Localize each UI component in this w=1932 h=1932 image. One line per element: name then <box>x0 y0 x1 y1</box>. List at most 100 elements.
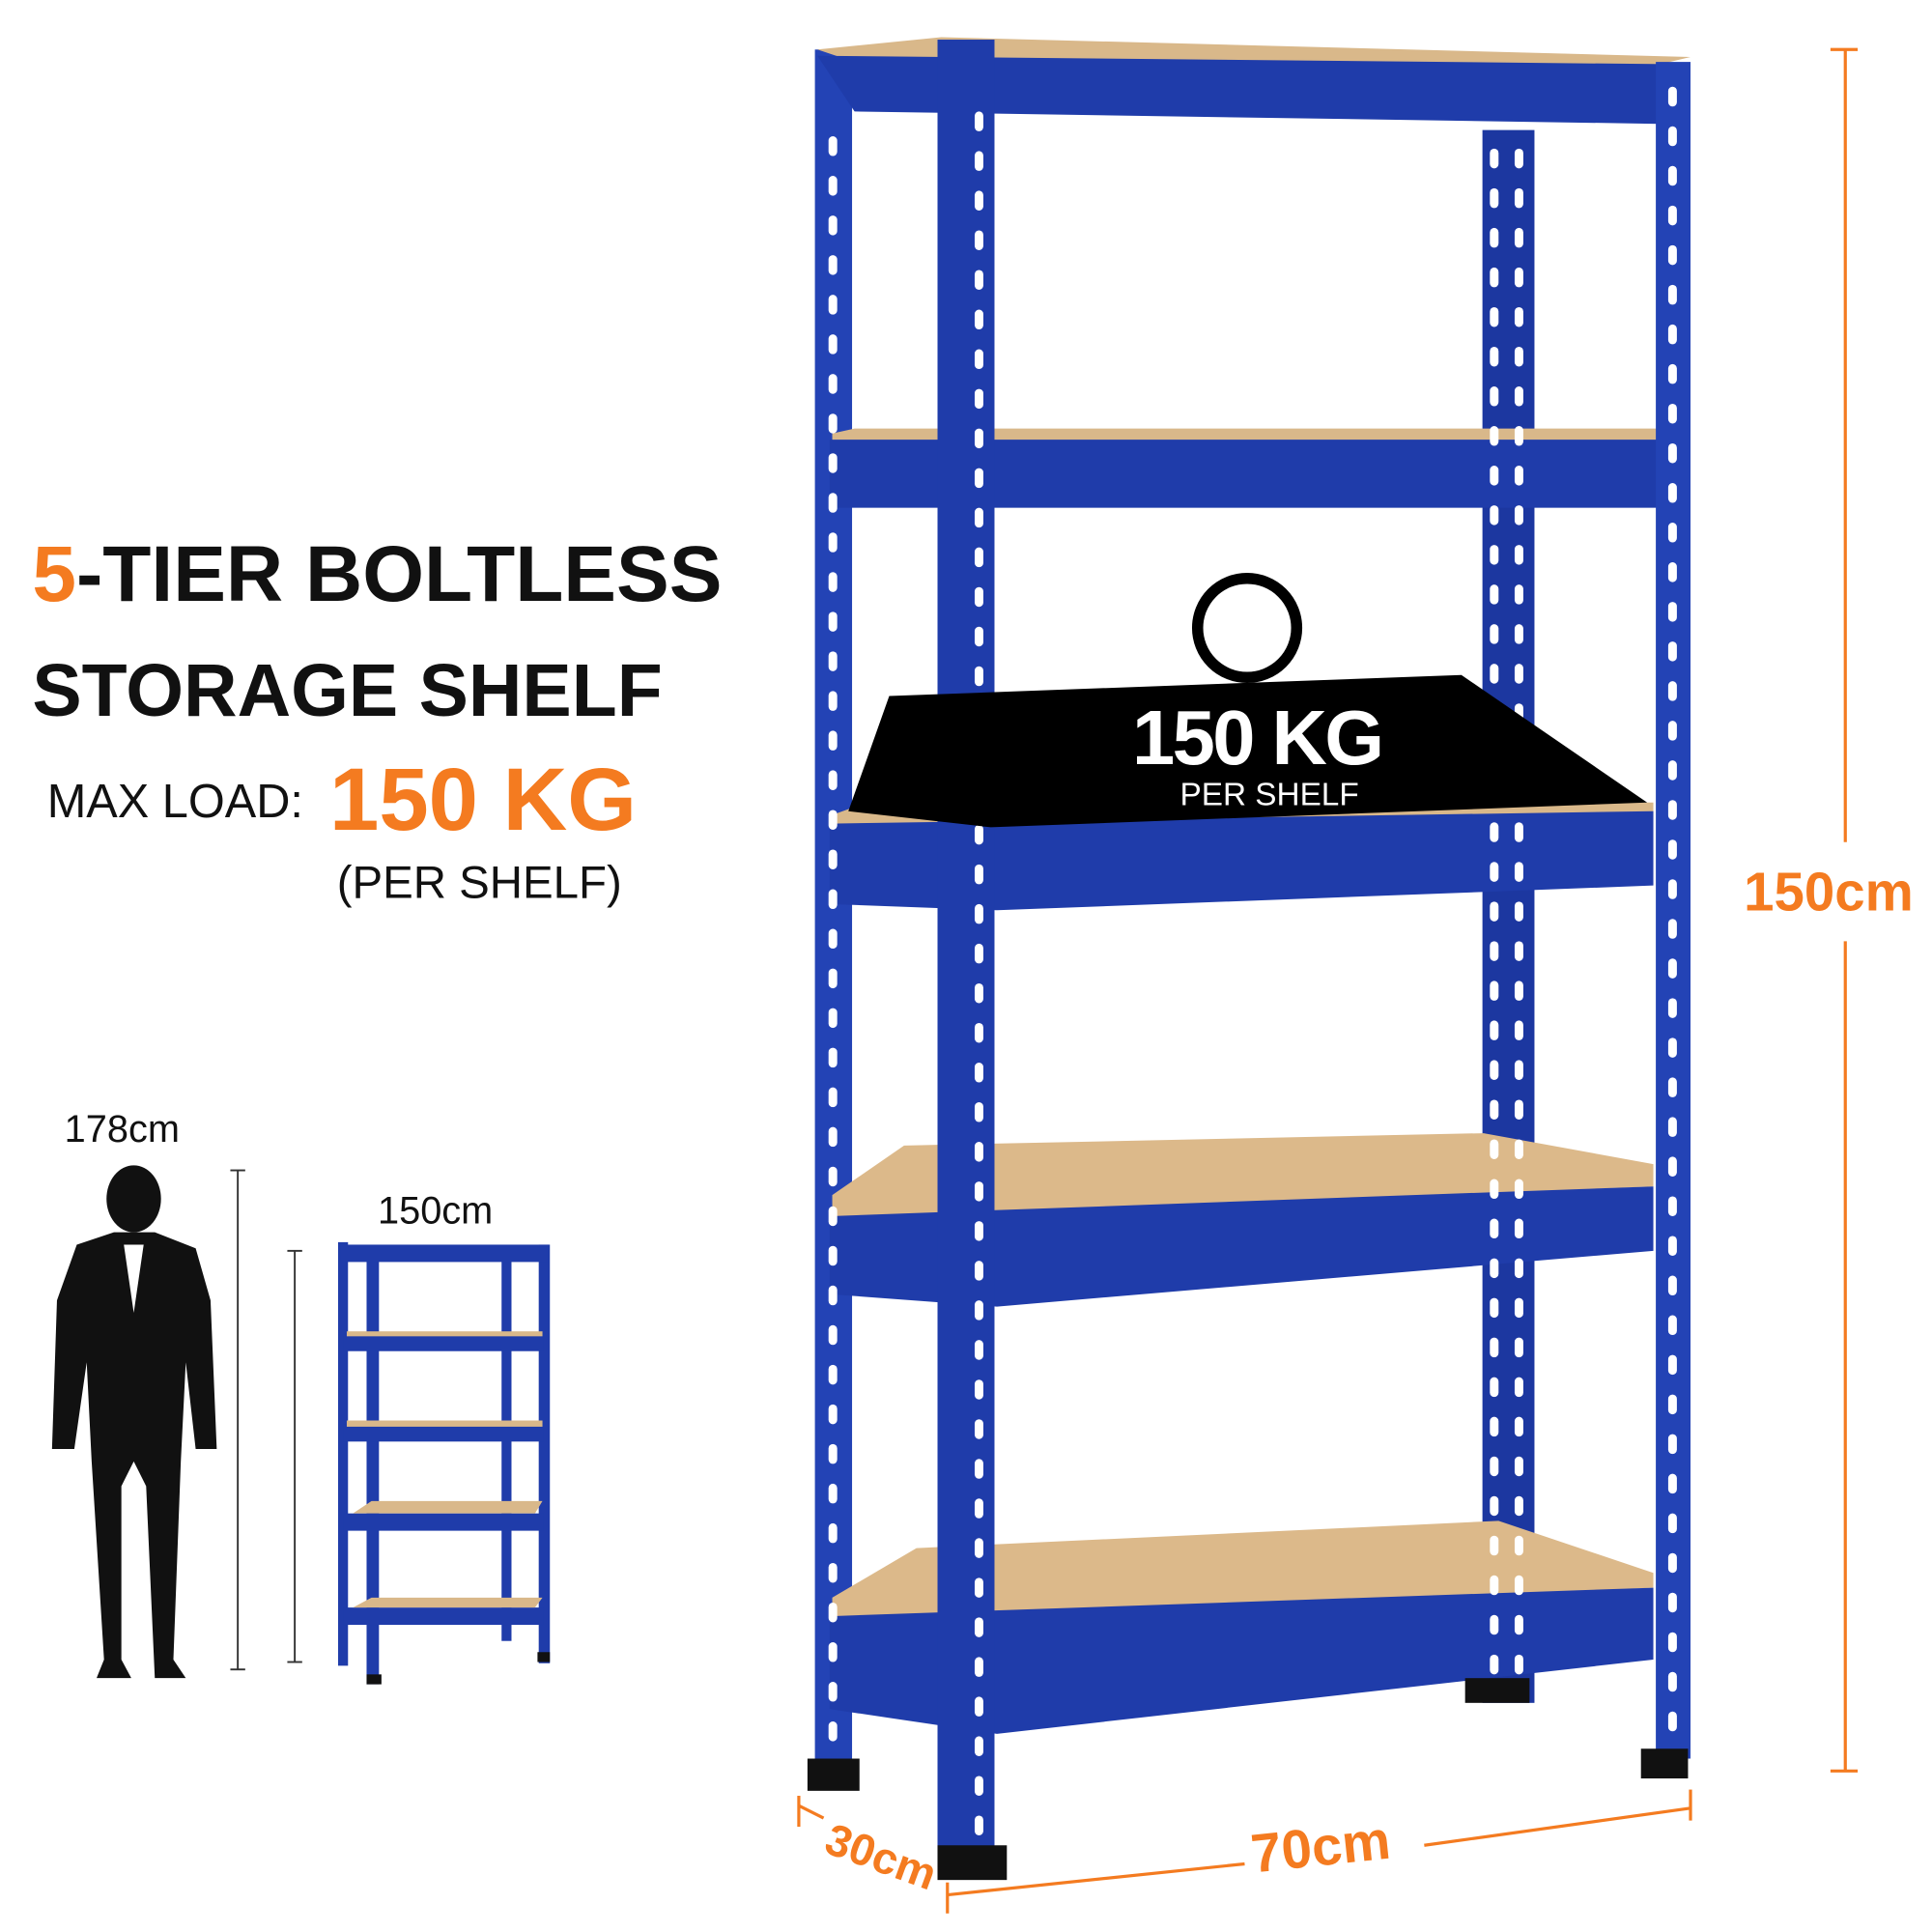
slot-hole <box>1667 760 1677 781</box>
slot-hole <box>1514 267 1523 288</box>
slot-hole <box>828 1522 838 1544</box>
slot-hole <box>1490 1377 1499 1398</box>
slot-hole <box>1514 306 1523 327</box>
slot-hole <box>1490 505 1499 526</box>
slot-hole <box>1514 1297 1523 1319</box>
per-shelf-note: (PER SHELF) <box>337 857 622 908</box>
slot-hole <box>1514 187 1523 209</box>
slot-hole <box>1667 403 1677 424</box>
person-silhouette-icon <box>51 1165 217 1679</box>
slot-hole <box>828 1364 838 1385</box>
slot-hole <box>828 810 838 830</box>
slot-hole <box>828 889 838 910</box>
slot-hole <box>1514 1020 1523 1040</box>
slot-hole <box>1514 1456 1523 1477</box>
slot-hole <box>828 176 838 196</box>
slot-hole <box>828 1126 838 1148</box>
slot-hole <box>1490 1416 1499 1437</box>
slot-hole <box>1667 721 1677 741</box>
slot-hole <box>1490 426 1499 446</box>
height-dimension-line <box>1830 47 1859 1773</box>
slot-hole <box>974 1102 983 1122</box>
slot-hole <box>828 136 838 156</box>
slot-hole <box>974 982 983 1004</box>
slot-hole <box>828 770 838 790</box>
small-shelf-height-label: 150cm <box>378 1190 493 1233</box>
slot-hole <box>1490 1099 1499 1120</box>
slot-hole <box>1490 1218 1499 1239</box>
slot-hole <box>1514 148 1523 169</box>
slot-hole <box>1490 1297 1499 1319</box>
slot-hole <box>974 824 983 845</box>
slot-hole <box>974 864 983 885</box>
slot-hole <box>1514 227 1523 248</box>
slot-hole <box>974 547 983 568</box>
slot-hole <box>1667 1552 1677 1574</box>
slot-hole <box>1514 505 1523 526</box>
slot-hole <box>1667 324 1677 345</box>
slot-hole <box>828 1682 838 1702</box>
slot-hole <box>1490 1337 1499 1358</box>
slot-hole <box>828 849 838 869</box>
slot-hole <box>828 493 838 513</box>
slot-hole <box>1514 901 1523 922</box>
load-badge: 150 KG PER SHELF <box>848 572 1648 828</box>
slot-hole <box>828 1602 838 1623</box>
weight-ring-icon <box>1191 572 1303 684</box>
slot-hole <box>1490 584 1499 605</box>
slot-hole <box>974 1815 983 1835</box>
slot-hole <box>828 295 838 315</box>
slot-hole <box>974 111 983 131</box>
slot-hole <box>1667 839 1677 860</box>
slot-hole <box>828 374 838 394</box>
slot-hole <box>974 1538 983 1558</box>
load-badge-value: 150 KG <box>1132 695 1381 781</box>
slot-hole <box>1490 1258 1499 1279</box>
slot-hole <box>1490 1456 1499 1477</box>
headline-line2: STORAGE SHELF <box>32 649 662 732</box>
depth-dimension-line <box>797 1795 825 1828</box>
slot-hole <box>1667 1037 1677 1058</box>
slot-hole <box>1514 980 1523 1001</box>
slot-hole <box>1667 1156 1677 1177</box>
slot-hole <box>1667 205 1677 226</box>
slot-hole <box>974 468 983 489</box>
slot-hole <box>1667 483 1677 503</box>
height-label: 150cm <box>1744 861 1914 922</box>
slot-hole <box>1667 1117 1677 1137</box>
slot-hole <box>1490 1495 1499 1517</box>
slot-hole <box>1667 1236 1677 1256</box>
slot-hole <box>974 190 983 211</box>
slot-hole <box>1514 584 1523 605</box>
slot-hole <box>828 1047 838 1068</box>
slot-hole <box>828 691 838 711</box>
max-load-value: 150 KG <box>329 749 637 849</box>
slot-hole <box>1514 1575 1523 1596</box>
slot-hole <box>974 309 983 330</box>
slot-hole <box>974 1181 983 1202</box>
slot-hole <box>1667 1077 1677 1097</box>
slot-hole <box>1490 545 1499 565</box>
slot-hole <box>1667 562 1677 582</box>
slot-hole <box>1490 1139 1499 1159</box>
slot-hole <box>1514 1060 1523 1080</box>
slot-hole <box>1514 1614 1523 1635</box>
slot-hole <box>974 151 983 171</box>
slot-hole <box>828 1285 838 1306</box>
slot-hole <box>974 1776 983 1796</box>
slot-hole <box>974 626 983 647</box>
slot-hole <box>974 1022 983 1043</box>
slot-hole <box>1490 148 1499 169</box>
slot-hole <box>1514 426 1523 446</box>
slot-hole <box>1514 941 1523 961</box>
slot-hole <box>1514 346 1523 367</box>
slot-hole <box>1490 1020 1499 1040</box>
slot-hole <box>1514 1099 1523 1120</box>
slot-hole <box>1490 1179 1499 1200</box>
slot-hole <box>1667 681 1677 701</box>
slot-hole <box>1667 641 1677 662</box>
slot-hole <box>1667 879 1677 899</box>
slot-hole <box>974 270 983 290</box>
slot-hole <box>1490 386 1499 407</box>
